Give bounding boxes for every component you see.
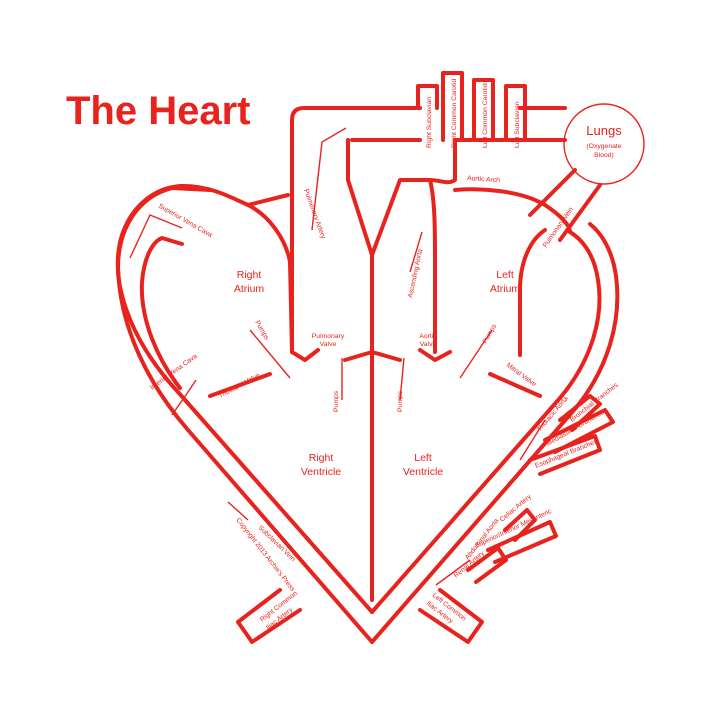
left-ventricle-line1: Left bbox=[414, 452, 432, 464]
branch-bronchial bbox=[558, 394, 602, 432]
aorta-channel-outer bbox=[370, 222, 620, 644]
branch-mediastinal bbox=[543, 408, 615, 454]
branch-renal bbox=[466, 546, 508, 584]
vena-cava-inner-wall bbox=[139, 236, 184, 390]
atrium-wall-left bbox=[246, 203, 294, 354]
label-right-common-carotid: Right Common Carotid bbox=[451, 79, 458, 148]
label-aortic-arch: Aortic Arch bbox=[467, 175, 500, 184]
mitral-valve bbox=[488, 372, 542, 398]
branch-mesenteric bbox=[486, 520, 558, 564]
right-iliac-artery bbox=[236, 588, 302, 644]
branch-celiac bbox=[503, 508, 537, 542]
left-iliac-artery bbox=[418, 588, 484, 644]
tricuspid-valve bbox=[208, 372, 272, 398]
label-left-common-carotid: Left Common Carotid bbox=[482, 83, 489, 148]
right-atrium-line2: Atrium bbox=[234, 283, 265, 295]
page-title: The Heart bbox=[66, 89, 251, 133]
left-ventricle-line2: Ventricle bbox=[403, 466, 443, 478]
arch-branch-right-subclavian bbox=[416, 84, 439, 110]
aortic-valve-line1: Aortic bbox=[419, 333, 437, 340]
aortic-valve-line2: Valve bbox=[420, 341, 437, 348]
atrium-wall-right bbox=[518, 228, 547, 357]
lungs-sub-1: (Oxygenate bbox=[586, 143, 621, 150]
pulmonary-valve-line2: Valve bbox=[320, 341, 337, 348]
lungs-sub-2: Blood) bbox=[594, 152, 614, 159]
flow-arrows bbox=[129, 127, 546, 586]
label-ascending-aorta: Ascending Aorta bbox=[407, 248, 424, 298]
pump-label-ra: Pumps bbox=[253, 320, 270, 342]
right-atrium-line1: Right bbox=[237, 269, 262, 281]
label-pulmonary-artery: Pulmonary Artery bbox=[302, 188, 327, 240]
arch-branch-left-subclavian bbox=[504, 84, 527, 142]
heart-outline-right bbox=[370, 230, 602, 614]
label-right-subclavian: Right Subclavian bbox=[426, 97, 433, 148]
pulmonary-artery bbox=[290, 106, 422, 354]
branch-esophageal bbox=[528, 434, 602, 476]
right-ventricle-line2: Ventricle bbox=[301, 466, 341, 478]
lungs-label: Lungs bbox=[586, 123, 622, 138]
pump-label-rv: Pumps bbox=[333, 390, 340, 412]
arch-branch-right-common-carotid bbox=[441, 71, 464, 142]
right-ventricle-line1: Right bbox=[309, 452, 334, 464]
aortic-valve bbox=[418, 348, 452, 362]
ventricle-wall-right bbox=[428, 178, 437, 354]
pump-label-la: Pumps bbox=[482, 323, 499, 345]
tricuspid-valve-label: Tricuspid Valve bbox=[218, 372, 262, 400]
left-atrium-line2: Atrium bbox=[490, 283, 521, 295]
lungs-circle bbox=[563, 103, 645, 185]
chamber-labels: Right Atrium Left Atrium Right Ventricle… bbox=[234, 269, 521, 478]
pulmonary-valve-line1: Pulmonary bbox=[312, 333, 345, 340]
pulmonary-valve bbox=[290, 348, 320, 362]
label-left-subclavian: Left Subclavian bbox=[514, 101, 521, 148]
pulmonary-vein bbox=[528, 168, 602, 242]
pump-label-lv: Pumps bbox=[397, 390, 404, 412]
septum-top bbox=[343, 350, 402, 362]
vena-cava-channel-inner bbox=[116, 186, 374, 644]
arch-branch-left-common-carotid bbox=[472, 78, 495, 142]
left-atrium-line1: Left bbox=[496, 269, 514, 281]
